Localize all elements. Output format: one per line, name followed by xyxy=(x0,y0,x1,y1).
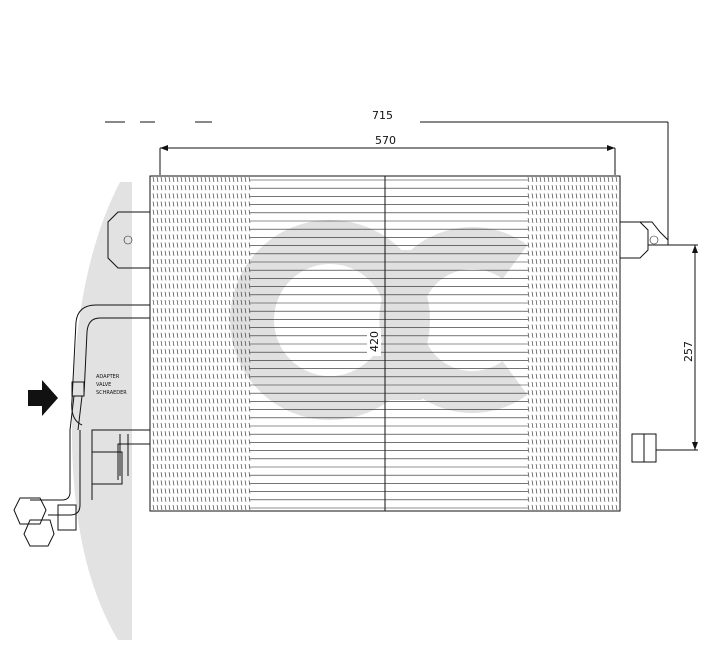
fin-row xyxy=(152,201,618,207)
dimension-label-257: 257 xyxy=(682,341,695,362)
fin-row xyxy=(152,496,618,502)
fin-row xyxy=(152,414,618,420)
fin-row xyxy=(152,439,618,445)
fin-row xyxy=(152,193,618,199)
fitting-label-line-1: ADAPTER xyxy=(96,374,120,380)
dimension-overall-width: 715 xyxy=(105,109,669,245)
watermark-logo xyxy=(71,182,528,640)
fin-row xyxy=(152,332,618,338)
fin-row xyxy=(152,217,618,224)
fin-row xyxy=(152,381,618,388)
fitting-label-line-2: VALVE xyxy=(96,382,111,388)
fin-row xyxy=(152,185,618,191)
fin-row xyxy=(152,291,618,297)
dimension-label-570: 570 xyxy=(375,134,396,147)
fin-row xyxy=(152,480,618,486)
dimension-core-height: 420 xyxy=(367,328,381,356)
fin-row xyxy=(152,422,618,429)
fin-row xyxy=(152,398,618,404)
inlet-pipework xyxy=(13,304,150,547)
left-mount-bracket xyxy=(107,211,150,269)
fin-row xyxy=(152,258,618,265)
right-mount-brackets xyxy=(620,221,669,463)
dimension-core-width: 570 xyxy=(159,134,616,175)
fin-row xyxy=(152,390,618,396)
fin-row xyxy=(152,406,618,412)
fin-row xyxy=(152,472,618,478)
fin-row xyxy=(152,234,618,240)
fin-row xyxy=(152,365,618,371)
fin-row xyxy=(152,349,618,355)
fin-row xyxy=(152,226,618,232)
fin-row xyxy=(152,275,618,281)
arrow-right-icon xyxy=(28,380,58,416)
fitting-label-line-3: SCHRAEDER xyxy=(96,390,127,396)
fin-row xyxy=(152,283,618,289)
fin-row xyxy=(152,463,618,470)
service-valve-fitting: ADAPTER VALVE SCHRAEDER xyxy=(69,374,127,431)
dimension-label-420: 420 xyxy=(368,331,381,352)
dimension-label-715: 715 xyxy=(372,109,393,122)
fin-row xyxy=(152,488,618,494)
fin-row xyxy=(152,308,618,314)
fin-row xyxy=(152,316,618,322)
fin-row xyxy=(152,299,618,306)
dimension-port-spacing: 257 xyxy=(648,244,698,451)
fin-row xyxy=(152,209,618,215)
fin-row xyxy=(152,504,618,511)
fin-row xyxy=(152,455,618,461)
fin-row xyxy=(152,242,618,248)
fin-row xyxy=(152,431,618,437)
fin-row xyxy=(152,267,618,273)
fin-row xyxy=(152,340,618,347)
condenser-fins xyxy=(152,176,618,511)
condenser-core xyxy=(149,175,621,512)
fin-row xyxy=(152,357,618,363)
fin-row xyxy=(152,176,618,183)
fin-row xyxy=(152,250,618,256)
fin-row xyxy=(152,447,618,453)
fin-row xyxy=(152,324,618,330)
fin-row xyxy=(152,373,618,379)
